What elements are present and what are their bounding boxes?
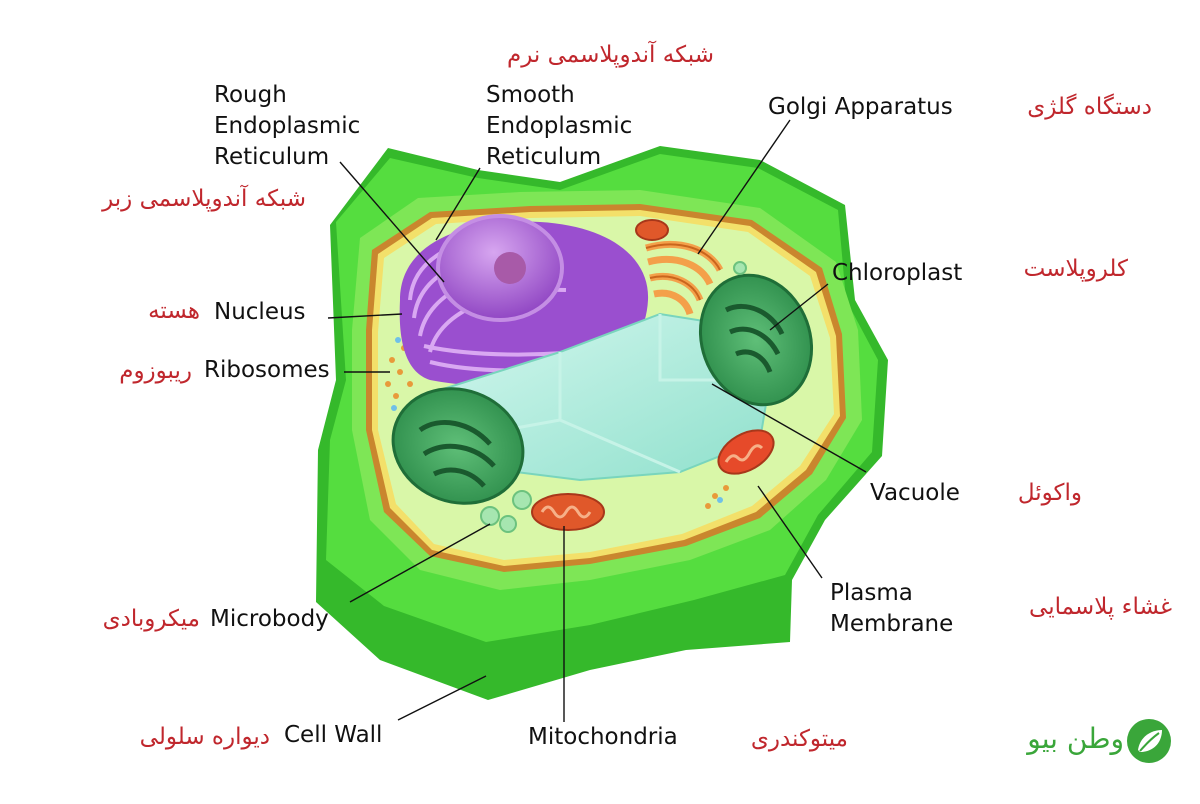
label-plasma-membrane: Plasma Membrane [830, 580, 954, 637]
label-ribosomes: Ribosomes [204, 357, 330, 383]
label-smooth-er: Smooth Endoplasmic Reticulum [486, 82, 633, 170]
chloroplast [698, 273, 814, 407]
label-fa-ribosomes: ریبوزوم [119, 358, 192, 384]
ribosomes [385, 223, 729, 509]
label-fa-membrane: غشاء پلاسمایی [1029, 594, 1172, 620]
label-fa-rough-er: شبکه آندوپلاسمی زبر [102, 186, 306, 212]
label-fa-smooth-er: شبکه آندوپلاسمی نرم [506, 42, 714, 68]
label-mitochondria: Mitochondria [528, 724, 678, 750]
label-vacuole: Vacuole [870, 480, 960, 506]
mitochondrion [531, 493, 605, 531]
leaf-icon [1127, 719, 1171, 763]
mitochondrion-3 [635, 219, 669, 241]
label-chloroplast: Chloroplast [832, 260, 963, 286]
chloroplast-2 [391, 387, 525, 505]
label-rough-er: Rough Endoplasmic Reticulum [214, 82, 361, 170]
microbodies [480, 261, 747, 533]
leader-lines [327, 119, 867, 722]
label-fa-microbody: میکروبادی [102, 606, 200, 632]
label-fa-chloroplast: کلروپلاست [1023, 256, 1128, 282]
logo-text: وطن بیو [1027, 722, 1124, 755]
nucleus [436, 214, 564, 322]
label-fa-nucleus: هسته [148, 298, 200, 324]
label-fa-vacuole: واکوئل [1017, 480, 1082, 506]
label-fa-mitochondria: میتوکندری [750, 726, 848, 752]
label-fa-cell-wall: دیواره سلولی [139, 724, 270, 750]
label-cell-wall: Cell Wall [284, 722, 383, 748]
label-nucleus: Nucleus [214, 299, 306, 325]
label-golgi: Golgi Apparatus [768, 94, 953, 120]
mitochondrion-2 [717, 429, 775, 475]
label-fa-golgi: دستگاه گلژی [1027, 94, 1152, 120]
label-microbody: Microbody [210, 606, 329, 632]
